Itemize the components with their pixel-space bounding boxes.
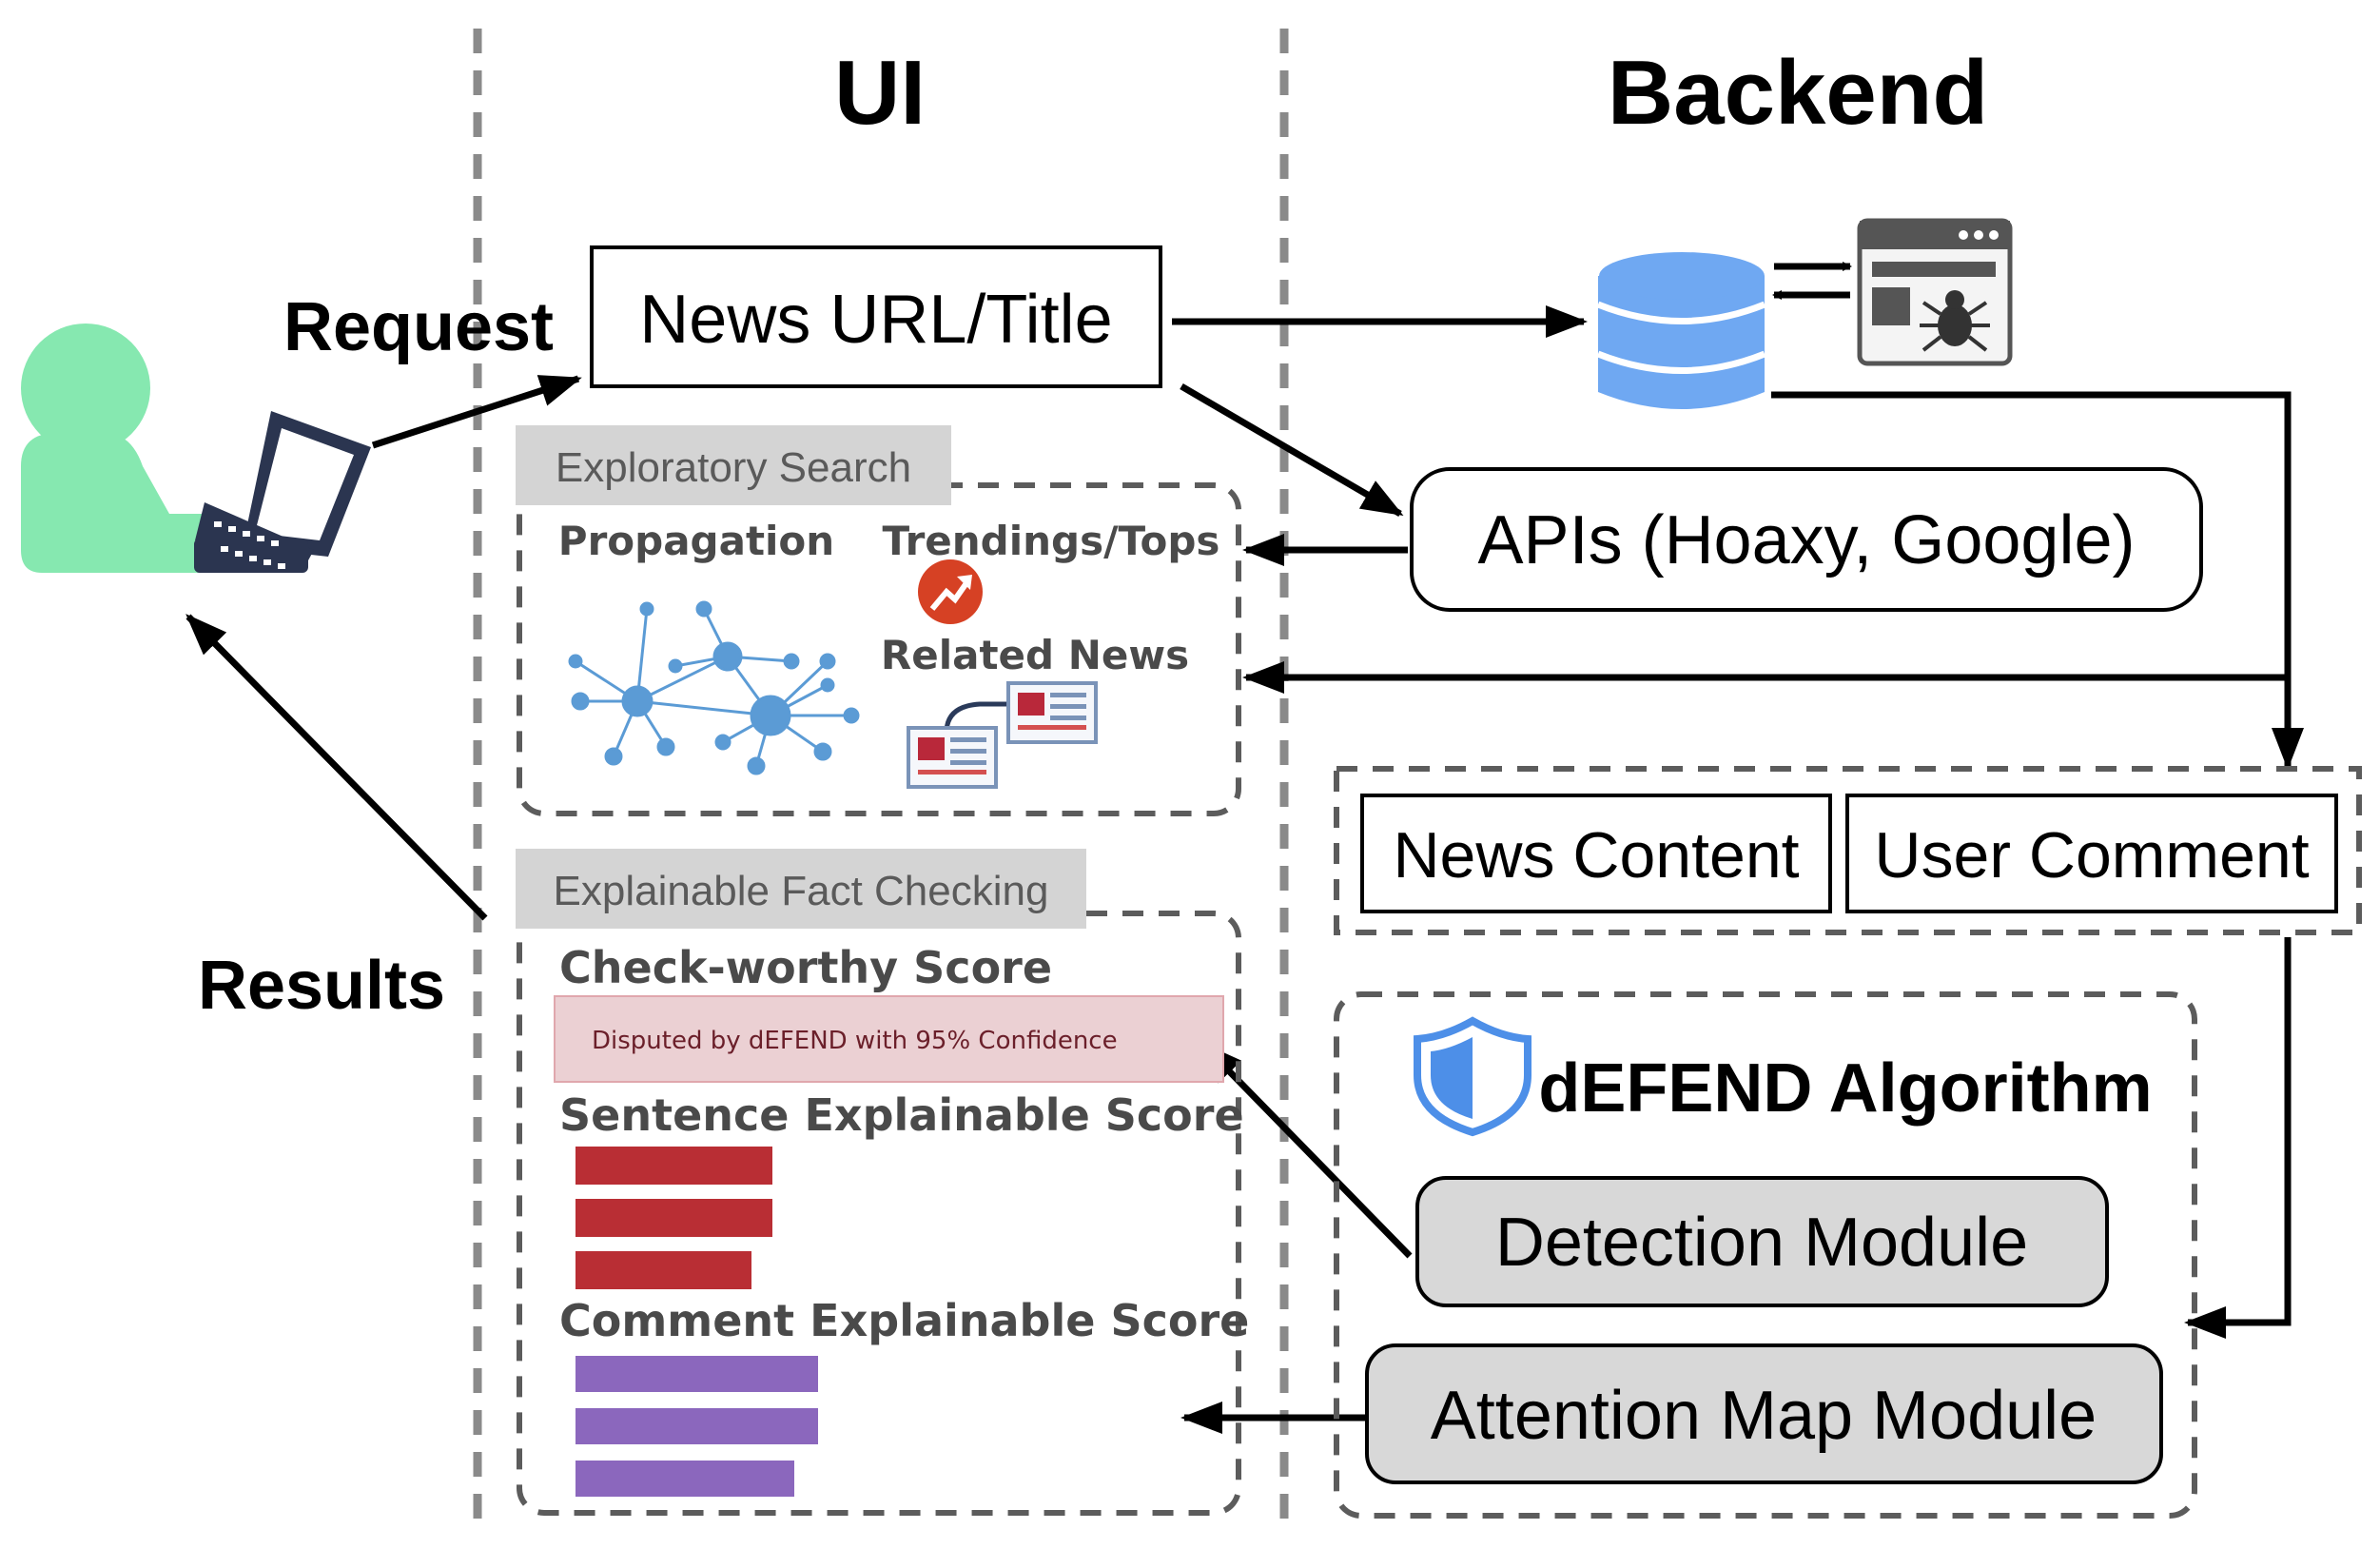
arrow-results-to-user [185, 614, 488, 921]
detection-module-box [1415, 1176, 2109, 1307]
news-content-box [1360, 794, 1832, 913]
exploratory-search-header [516, 425, 951, 505]
sentence-bar [575, 1199, 772, 1237]
user-laptop-icon [21, 324, 371, 573]
arrow-detection-to-score [1200, 1042, 1413, 1259]
detection-module-label: Detection Module [1495, 1205, 2028, 1281]
fact-checking-header [516, 849, 1086, 929]
sentence-score-bars [575, 1147, 772, 1289]
propagation-label: Propagation [558, 518, 834, 564]
comment-score-bars [575, 1356, 818, 1497]
network-graph-icon [568, 600, 860, 775]
trendings-label: Trendings/Tops [883, 518, 1220, 564]
news-input-text: News URL/Title [639, 282, 1112, 358]
crawler-icon [1857, 218, 2013, 366]
attention-module-box [1365, 1343, 2163, 1484]
checkworthy-label: Check-worthy Score [559, 942, 1052, 993]
sentence-bar [575, 1251, 751, 1289]
user-comment-label: User Comment [1874, 819, 2309, 892]
arrow-input-to-apis [1180, 382, 1404, 518]
disputed-banner [554, 995, 1224, 1083]
backend-column-title: Backend [1608, 42, 1988, 144]
related-news-label: Related News [881, 632, 1189, 678]
fact-checking-title: Explainable Fact Checking [554, 868, 1049, 914]
exploratory-search-title: Exploratory Search [556, 444, 911, 491]
ui-column-title: UI [834, 42, 926, 144]
exchange-arrows [1772, 262, 1852, 300]
attention-module-label: Attention Map Module [1431, 1378, 2097, 1454]
database-icon [1596, 252, 1766, 409]
comment-bar [575, 1356, 818, 1392]
request-label: Request [283, 289, 554, 365]
user-comment-box [1845, 794, 2338, 913]
results-label: Results [198, 948, 445, 1024]
trending-icon [918, 559, 983, 624]
arrow-user-to-input [371, 375, 582, 449]
data-sources-panel [1334, 766, 2362, 935]
news-input-box[interactable] [590, 245, 1162, 388]
newspaper-icon [907, 681, 1098, 789]
news-content-label: News Content [1393, 819, 1799, 892]
apis-label: APIs (Hoaxy, Google) [1478, 502, 2136, 578]
comment-bar [575, 1408, 818, 1444]
algorithm-panel [1334, 991, 2197, 1519]
comment-bar [575, 1461, 794, 1497]
algorithm-title: dEFEND Algorithm [1538, 1050, 2152, 1127]
sentence-bar [575, 1147, 772, 1185]
disputed-text: Disputed by dEFEND with 95% Confidence [592, 1027, 1118, 1055]
sentence-score-label: Sentence Explainable Score [559, 1089, 1244, 1141]
arrow-database-to-data [1771, 391, 2304, 770]
arrows [185, 305, 2304, 1434]
shield-icon [1414, 1016, 1531, 1137]
apis-box [1410, 467, 2203, 612]
arrow-data-to-algorithm [2184, 937, 2292, 1339]
comment-score-label: Comment Explainable Score [559, 1295, 1249, 1346]
